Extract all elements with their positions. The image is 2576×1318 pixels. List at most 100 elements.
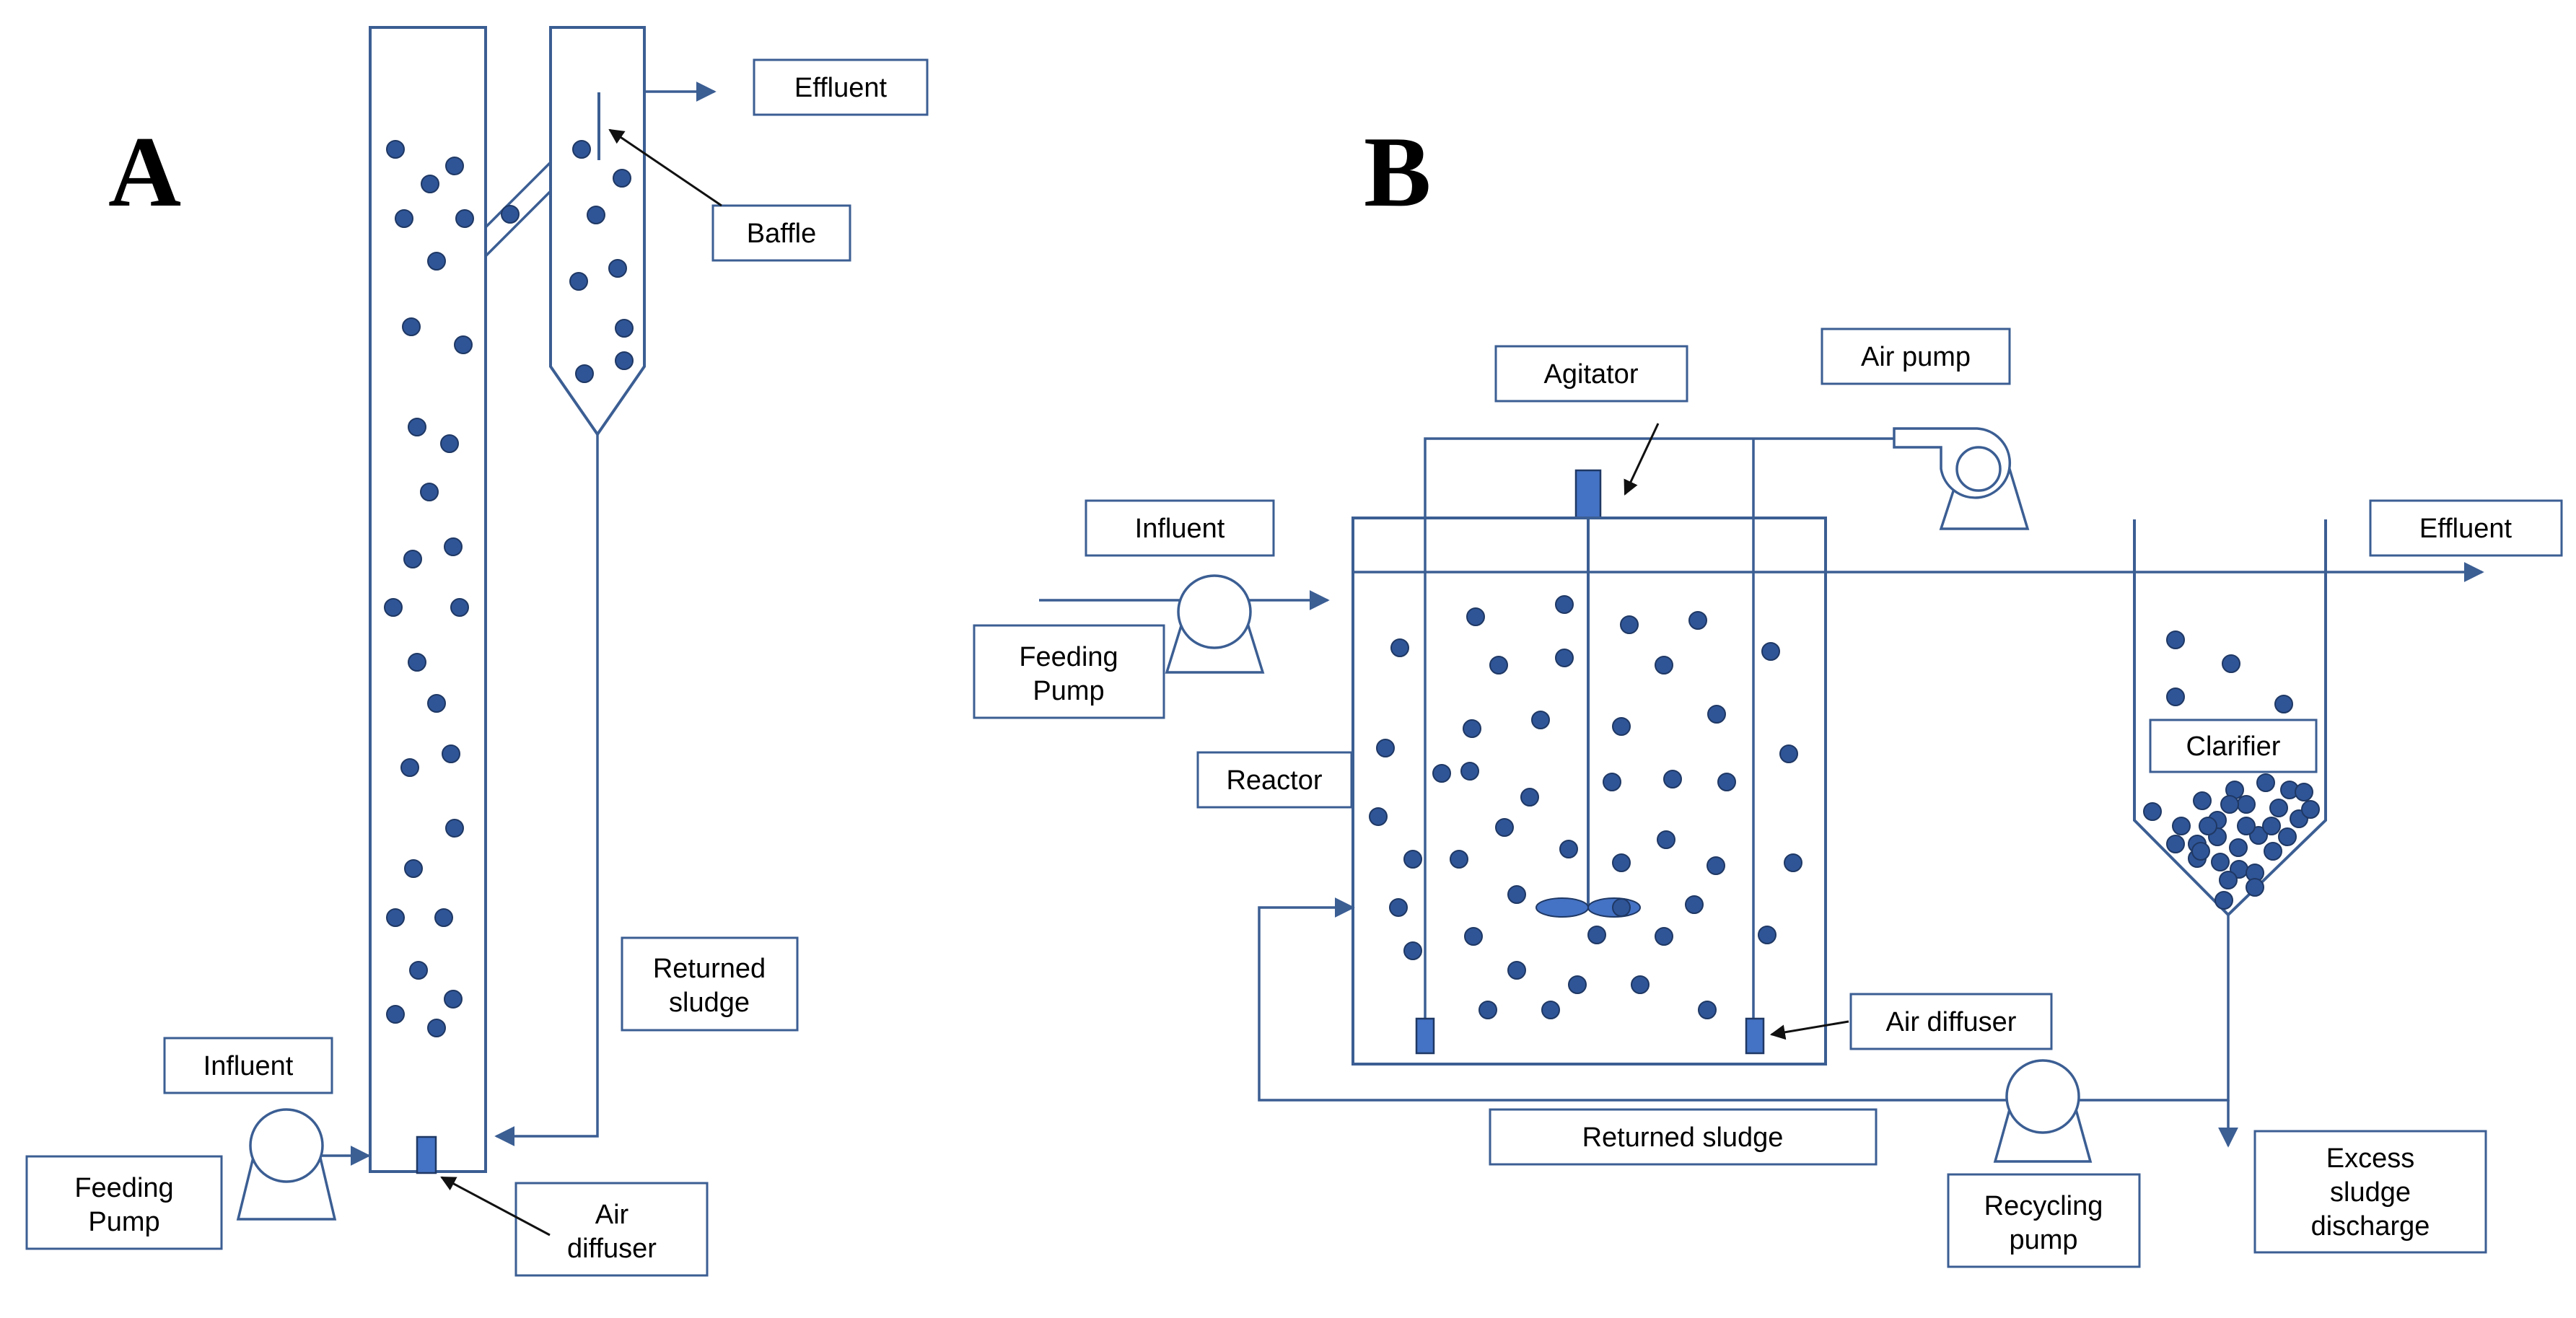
granule [1466, 607, 1485, 626]
panel-b-air-diffuser-left [1415, 1017, 1435, 1055]
granule [2143, 802, 2162, 821]
panel-b-return-sludge-line [1258, 897, 2230, 1102]
granule [434, 908, 453, 927]
granule [1463, 719, 1481, 738]
panel-a-baffle-box [711, 204, 851, 262]
granule [1655, 927, 1673, 946]
granule [2166, 687, 2185, 706]
panel-a-feeding-pump [236, 1108, 337, 1221]
granule [408, 653, 426, 672]
granule [2229, 838, 2248, 857]
granule [1655, 656, 1673, 675]
panel-b-air-pump-box [1821, 328, 2011, 385]
panel-a-returned-sludge-box [621, 936, 799, 1032]
granule [1460, 762, 1479, 781]
panel-b-agitator-label: Agitator [1544, 359, 1639, 390]
panel-a-returned-sludge-label-2: sludge [669, 988, 750, 1018]
granule [1369, 807, 1388, 826]
granule [2214, 891, 2233, 910]
panel-b-clarifier-box [2149, 719, 2318, 773]
panel-a-baffle-label: Baffle [747, 219, 816, 249]
panel-b-effluent-box [2369, 499, 2563, 557]
granule [1531, 711, 1550, 729]
granule [427, 252, 446, 271]
granule [1631, 975, 1650, 994]
panel-b-feeding-pump-box [973, 624, 1165, 719]
panel-a-air-diffuser [416, 1135, 437, 1174]
panel-a-letter: A [108, 116, 181, 228]
granule [1507, 885, 1526, 904]
granule [2220, 795, 2239, 814]
granule [572, 140, 591, 159]
granule [2262, 817, 2281, 835]
panel-b-air-diffuser-box [1849, 993, 2053, 1050]
panel-b-recycling-pump [1993, 1059, 2093, 1163]
granule [569, 272, 588, 291]
granule [2172, 817, 2191, 835]
panel-b-air-diffuser-right [1745, 1017, 1765, 1055]
panel-a-granules [384, 140, 634, 1037]
granule [1432, 764, 1451, 783]
granule [613, 169, 631, 188]
granule [386, 140, 405, 159]
panel-a-feeding-pump-box [25, 1155, 223, 1250]
panel-b-reactor-label: Reactor [1226, 765, 1322, 796]
granule [1707, 705, 1726, 724]
granule [1657, 830, 1675, 849]
granule [2237, 817, 2256, 835]
granule [1555, 595, 1574, 614]
granule [2222, 654, 2240, 673]
granule [1489, 656, 1508, 675]
granule [1620, 615, 1639, 634]
granule [1450, 850, 1468, 869]
granule [2249, 826, 2268, 845]
granule [1612, 853, 1631, 872]
panel-b-returned-sludge-label: Returned sludge [1582, 1123, 1784, 1153]
granule [1758, 926, 1777, 944]
panel-b-feeding-pump-label-1: Feeding [1019, 642, 1118, 672]
granule [1520, 788, 1539, 807]
panel-b-influent-box [1085, 499, 1275, 557]
granule [1403, 850, 1422, 869]
granule [1779, 744, 1798, 763]
panel-b-impeller-left [1535, 897, 1589, 918]
panel-b-excess-sludge-label-1: Excess [2326, 1143, 2414, 1174]
panel-b-feeding-pump [1165, 574, 1265, 674]
granule [454, 335, 473, 354]
panel-b-recycling-pump-box [1947, 1173, 2141, 1268]
granule [2237, 795, 2256, 814]
granule [386, 1005, 405, 1024]
panel-a-effluent-label: Effluent [794, 73, 888, 103]
granule [1541, 1001, 1560, 1019]
granule [445, 819, 464, 838]
granule [2269, 799, 2288, 817]
granule [408, 418, 426, 436]
granule [2219, 871, 2238, 889]
panel-a-connector-pipe-bottom [484, 190, 552, 258]
panel-b-agitator-box [1494, 345, 1688, 403]
panel-b-excess-sludge-box [2253, 1130, 2487, 1254]
granule [445, 157, 464, 175]
granule [384, 598, 403, 617]
granule [444, 990, 463, 1009]
panel-b-agitator-pointer [1624, 423, 1660, 496]
panel-b-returned-sludge-box [1489, 1108, 1878, 1166]
panel-b-excess-sludge-label-3: discharge [2311, 1211, 2430, 1242]
panel-a-reactor-column [369, 26, 487, 1173]
granule [2191, 842, 2210, 861]
panel-b-letter: B [1364, 116, 1431, 228]
panel-a-air-diffuser-pointer [440, 1176, 551, 1236]
panel-b-air-pump-label: Air pump [1861, 342, 1971, 372]
granule [403, 550, 422, 568]
granule [615, 351, 634, 370]
panel-b-air-diffuser-label: Air diffuser [1886, 1007, 2017, 1037]
granule [1376, 739, 1395, 757]
granule [2264, 842, 2282, 861]
granule [2193, 791, 2212, 810]
panel-a: A Effluent Baffle Returned s [25, 26, 929, 1277]
granule [2246, 878, 2264, 897]
panel-a-air-diffuser-label-2: diffuser [567, 1234, 657, 1264]
granule [444, 537, 463, 556]
granule [442, 744, 460, 763]
